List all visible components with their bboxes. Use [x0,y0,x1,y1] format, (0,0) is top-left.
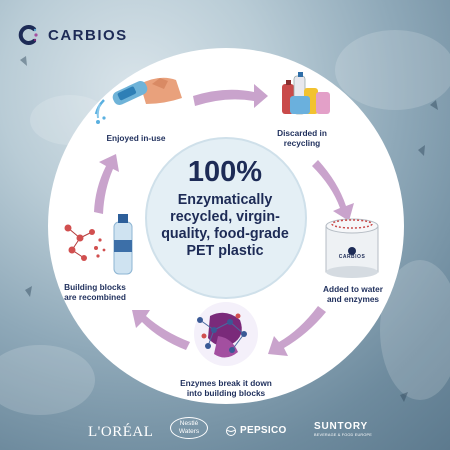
center-line: Enzymatically [177,192,273,208]
step-label-line: Enzymes break it down [180,378,272,388]
suntory-subtext: BEVERAGE & FOOD EUROPE [314,433,372,437]
pepsico-text: PEPSICO [240,425,287,436]
cycle-arrows [94,84,354,356]
step-enjoyed-label: Enjoyed in-use [96,133,176,143]
brand-name: CARBIOS [48,26,128,44]
reactor-tank-icon [325,218,379,278]
carbios-logo-icon [18,25,38,45]
hand-pouring-bottle-icon [94,77,182,124]
pepsico-logo: PEPSICO [226,425,287,436]
molecules-bottle-icon [64,214,133,275]
step-label-line: and enzymes [326,294,380,304]
step-building-blocks-label: Building blocks are recombined [50,282,140,302]
arrow-bottom-left [132,310,190,350]
suntory-logo: SUNTORY BEVERAGE & FOOD EUROPE [314,421,394,437]
plastic-waste-icon [282,72,330,115]
step-label-line: are recombined [64,292,126,302]
background-bottles [0,30,450,415]
center-circle [146,138,306,298]
center-line: recycled, virgin- [170,209,280,225]
center-line: PET plastic [186,243,264,259]
pepsico-globe-icon [226,425,236,436]
step-label-line: into building blocks [186,388,266,398]
nestle-line: Waters [178,428,200,435]
enzyme-molecule-icon [194,302,258,366]
arrow-left [94,154,119,214]
arrow-bottom-right [268,306,326,356]
step-enzymes-label: Enzymes break it down into building bloc… [166,378,286,398]
step-water-label: Added to water and enzymes [308,284,398,304]
center-line: quality, food-grade [161,226,289,242]
step-label-line: Enjoyed in-use [106,133,166,143]
arrow-top [193,84,268,108]
nestle-line: Nestlé [179,420,199,427]
tank-label: CARBIOS [338,254,366,260]
center-percent: 100% [187,156,263,188]
center-description: Enzymatically recycled, virgin- quality,… [150,192,300,260]
step-label-line: recycling [283,138,321,148]
step-discarded-label: Discarded in recycling [262,128,342,148]
arrow-right [312,160,354,221]
suntory-text: SUNTORY [314,421,368,432]
loreal-logo: L'ORÉAL [88,424,154,440]
step-label-line: Building blocks [64,282,126,292]
step-label-line: Discarded in [277,128,327,138]
nestle-waters-logo: Nestlé Waters [170,417,208,439]
brand-logo: CARBIOS [18,24,128,46]
step-label-line: Added to water [323,284,383,294]
background-shards [20,56,438,402]
